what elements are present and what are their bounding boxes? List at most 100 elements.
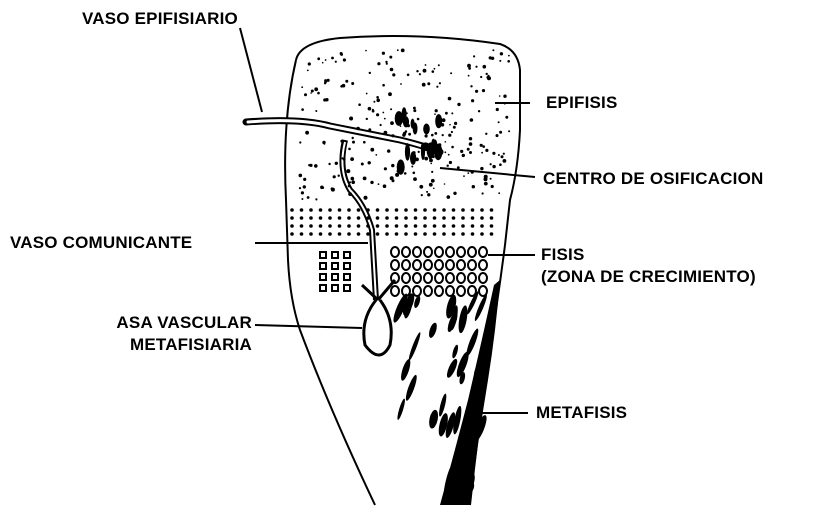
vascular-loop xyxy=(364,300,391,355)
ossification-blob xyxy=(434,144,442,160)
stipple-dot xyxy=(450,72,452,74)
physis-dot xyxy=(309,216,313,220)
physis-dot xyxy=(338,232,342,236)
stipple-dot xyxy=(301,86,303,88)
stipple-dot xyxy=(422,83,426,87)
physis-dot xyxy=(480,216,484,220)
stipple-dot xyxy=(335,162,338,165)
chondrocyte-cell xyxy=(391,247,399,257)
stipple-dot xyxy=(419,73,421,75)
stipple-dot xyxy=(498,192,500,194)
stipple-dot xyxy=(366,93,368,95)
stipple-dot xyxy=(402,133,405,136)
chondrocyte-cell xyxy=(391,260,399,270)
physis-dot xyxy=(309,208,313,212)
stipple-dot xyxy=(480,76,482,78)
stipple-dot xyxy=(407,74,410,77)
label-vaso-comunicante: VASO COMUNICANTE xyxy=(10,232,192,254)
stipple-dot xyxy=(449,124,451,126)
stipple-dot xyxy=(431,134,434,137)
physis-dot xyxy=(433,216,437,220)
stipple-dot xyxy=(369,72,371,74)
physis-dot xyxy=(414,208,418,212)
physis-dot xyxy=(442,216,446,220)
physis-dot xyxy=(414,232,418,236)
physis-dot xyxy=(423,224,427,228)
stipple-dot xyxy=(434,68,436,70)
stipple-dot xyxy=(484,175,488,179)
stipple-dot xyxy=(311,90,314,93)
stipple-dot xyxy=(431,171,433,173)
stipple-dot xyxy=(390,108,392,110)
physis-dot xyxy=(433,224,437,228)
stipple-dot xyxy=(323,98,326,101)
label-asa-line1: ASA VASCULAR xyxy=(70,312,252,334)
physis-dot xyxy=(338,216,342,220)
stipple-dot xyxy=(451,146,454,149)
stipple-dot xyxy=(438,64,440,66)
stipple-dot xyxy=(342,157,344,159)
stipple-dot xyxy=(454,122,457,125)
stipple-dot xyxy=(470,85,472,87)
stipple-dot xyxy=(384,167,387,170)
stipple-dot xyxy=(376,113,379,116)
stipple-dot xyxy=(405,130,408,133)
leader-asa xyxy=(255,325,362,328)
physis-dot xyxy=(480,224,484,228)
physis-dot xyxy=(366,232,370,236)
stipple-dot xyxy=(482,145,485,148)
stipple-dot xyxy=(351,177,355,181)
stipple-dot xyxy=(467,172,469,174)
stipple-dot xyxy=(486,73,488,75)
physis-dot xyxy=(328,224,332,228)
label-asa-line2: METAFISIARIA xyxy=(70,334,252,356)
chondrocyte-cell xyxy=(479,260,487,270)
stipple-dot xyxy=(364,196,368,200)
physis-dot xyxy=(385,216,389,220)
stipple-dot xyxy=(299,174,303,178)
stipple-dot xyxy=(308,164,310,166)
chondrocyte-cell xyxy=(332,274,338,280)
physis-dot xyxy=(471,224,475,228)
physis-dot xyxy=(490,216,494,220)
stipple-dot xyxy=(378,183,380,185)
chondrocyte-cell xyxy=(446,273,454,283)
stipple-dot xyxy=(335,61,337,63)
physis-dot xyxy=(338,208,342,212)
stipple-dot xyxy=(484,182,488,186)
physis-dot xyxy=(461,224,465,228)
chondrocyte-cell xyxy=(320,274,326,280)
physis-dot xyxy=(385,224,389,228)
stipple-dot xyxy=(349,117,353,121)
stipple-dot xyxy=(417,118,420,121)
stipple-dot xyxy=(385,61,387,63)
stipple-dot xyxy=(481,152,483,154)
stipple-dot xyxy=(449,161,452,164)
chondrocyte-cell xyxy=(320,285,326,291)
stipple-dot xyxy=(432,70,435,73)
stipple-dot xyxy=(467,148,470,151)
stipple-dot xyxy=(349,181,351,183)
physis-dot xyxy=(395,216,399,220)
label-epifisis: EPIFISIS xyxy=(546,92,618,114)
physis-dot xyxy=(338,224,342,228)
stipple-dot xyxy=(492,152,495,155)
chondrocyte-cell xyxy=(413,247,421,257)
chondrocyte-cell xyxy=(413,273,421,283)
stipple-dot xyxy=(503,95,506,98)
chondrocyte-cell xyxy=(344,285,350,291)
stipple-dot xyxy=(322,62,324,64)
chondrocyte-cell xyxy=(424,286,432,296)
stipple-dot xyxy=(401,49,405,53)
physis-dot xyxy=(414,216,418,220)
chondrocyte-cell xyxy=(446,286,454,296)
physis-dot xyxy=(319,216,323,220)
stipple-dot xyxy=(320,186,324,190)
stipple-dot xyxy=(377,62,380,65)
stipple-dot xyxy=(328,163,330,165)
chondrocyte-cell xyxy=(446,260,454,270)
physis-dot xyxy=(385,208,389,212)
chondrocyte-cell xyxy=(332,263,338,269)
physis-dot xyxy=(328,208,332,212)
stipple-dot xyxy=(299,141,301,143)
